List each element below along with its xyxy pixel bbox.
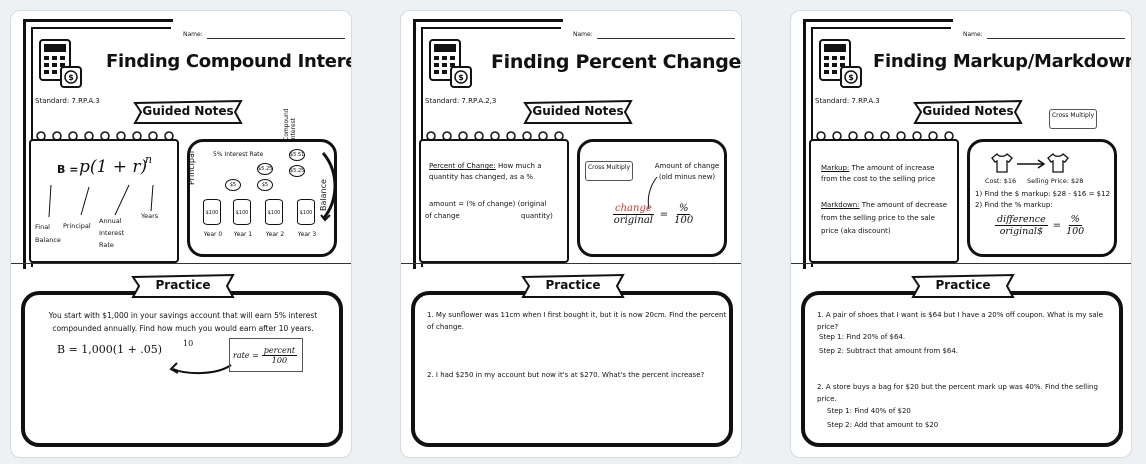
year-label: Year 0	[203, 231, 223, 238]
money-jar: $100	[297, 199, 315, 225]
name-line	[987, 38, 1125, 39]
coin: $5.25	[257, 163, 273, 175]
markup-definition: Markup: The amount of increase from the …	[821, 164, 936, 183]
label-years: Years	[141, 212, 159, 220]
definition-notebook	[419, 139, 569, 263]
annotation-arrow	[647, 176, 658, 210]
compound-diagram-bubble	[187, 139, 337, 257]
standard-label: Standard: 7.RP.A.3	[815, 97, 880, 105]
example-bubble	[967, 139, 1117, 257]
question-1-step-2: Step 2: Subtract that amount from $64.	[819, 347, 959, 355]
practice-arrow	[169, 362, 232, 375]
coin: $5.51	[289, 149, 305, 161]
label-final-balance: Final Balance	[35, 223, 61, 244]
formula-bubble	[577, 139, 727, 257]
practice-problem: You start with $1,000 in your savings ac…	[48, 311, 318, 333]
section-divider	[401, 263, 741, 264]
arrow-right-icon	[1017, 159, 1046, 169]
page-title: Finding Markup/Markdown	[873, 51, 1132, 72]
label-annual-rate: Annual Interest Rate	[99, 217, 125, 249]
practice-question-2: 2. I had $250 in my account but now it's…	[427, 371, 705, 379]
name-line	[207, 38, 345, 39]
percent-change-definition: Percent of Change: How much a quantity h…	[429, 162, 542, 181]
amount-formula-line2a: of change	[425, 212, 460, 220]
worksheet-card-percent-change[interactable]: Name: $ Finding Percent Change Standard:…	[400, 10, 742, 458]
corner-frame	[413, 19, 563, 269]
page-title: Finding Percent Change	[491, 51, 742, 73]
definition-notebook	[809, 139, 959, 263]
coin: $5	[225, 179, 241, 191]
corner-frame	[23, 19, 173, 269]
name-label: Name:	[183, 31, 203, 38]
markup-step-2: 2) Find the % markup:	[975, 201, 1053, 209]
coin: $5	[257, 179, 273, 191]
section-divider	[791, 263, 1131, 264]
question-1-step-1: Step 1: Find 20% of $64.	[819, 333, 906, 341]
selling-price-label: Selling Price: $28	[1027, 177, 1084, 185]
cross-multiply-note: Cross Multiply	[1049, 109, 1097, 129]
compound-interest-label: Compound Interest	[283, 108, 297, 141]
question-2-step-1: Step 1: Find 40% of $20	[827, 407, 911, 415]
formula-b: B =	[57, 163, 79, 176]
question-2-step-2: Step 2: Add that amount to $20	[827, 421, 939, 429]
name-label: Name:	[573, 31, 593, 38]
corner-frame	[803, 19, 953, 269]
section-divider	[11, 263, 351, 264]
principal-axis-label: Principal	[187, 150, 196, 185]
shirt-icon	[1047, 153, 1069, 173]
svg-text:$: $	[68, 73, 74, 82]
cross-multiply-note: Cross Multiply	[585, 161, 633, 181]
amount-formula-line1: amount = (% of change) (original	[429, 200, 547, 208]
practice-banner: Practice	[521, 273, 625, 299]
page-title: Finding Compound Interest	[106, 51, 352, 72]
worksheet-card-markup-markdown[interactable]: Name: $ Finding Markup/Markdown Standard…	[790, 10, 1132, 458]
calculator-icon: $	[39, 39, 82, 88]
cost-label: Cost: $16	[985, 177, 1017, 185]
formula-exponent: n	[145, 153, 153, 166]
practice-question-1: 1. A pair of shoes that I want is $64 bu…	[817, 311, 1103, 331]
notebook-rings	[816, 131, 954, 141]
amount-formula-line2b: quantity)	[521, 212, 553, 220]
practice-question-2: 2. A store buys a bag for $20 but the pe…	[817, 383, 1098, 403]
year-label: Year 2	[265, 231, 285, 238]
practice-question-1: 1. My sunflower was 11cm when I first bo…	[427, 311, 727, 331]
money-jar: $100	[233, 199, 251, 225]
formula-arrows	[48, 184, 154, 218]
coin: $5.25	[289, 165, 305, 177]
markup-step-1: 1) Find the $ markup: $28 - $16 = $12	[975, 190, 1111, 198]
practice-banner: Practice	[911, 273, 1015, 299]
calculator-icon: $	[429, 39, 472, 88]
shirt-icon	[991, 153, 1013, 173]
calculator-icon: $	[819, 39, 862, 88]
standard-label: Standard: 7.RP.A.3	[35, 97, 100, 105]
name-line	[597, 38, 735, 39]
svg-text:$: $	[458, 73, 464, 82]
practice-banner: Practice	[131, 273, 235, 299]
year-label: Year 1	[233, 231, 253, 238]
worksheet-card-compound-interest[interactable]: Name: $ Finding Compound Interest Standa…	[10, 10, 352, 458]
guided-notes-banner: Guided Notes	[913, 99, 1023, 125]
guided-notes-banner: Guided Notes	[523, 99, 633, 125]
standard-label: Standard: 7.RP.A.2,3	[425, 97, 497, 105]
year-label: Year 3	[297, 231, 317, 238]
practice-equation: B = 1,000(1 + .05)	[57, 343, 163, 356]
formula-expression: p(1 + r)	[79, 157, 148, 177]
svg-text:$: $	[848, 73, 854, 82]
money-jar: $100	[203, 199, 221, 225]
label-principal: Principal	[63, 222, 91, 230]
guided-notes-banner: Guided Notes	[133, 99, 243, 125]
practice-exponent: 10	[183, 339, 194, 348]
balance-arrow	[320, 152, 337, 222]
amount-of-change-note: Amount of change (old minus new)	[654, 162, 720, 181]
name-label: Name:	[963, 31, 983, 38]
markdown-definition: Markdown: The amount of decrease from th…	[821, 201, 948, 235]
notebook-rings	[36, 131, 174, 141]
money-jar: $100	[265, 199, 283, 225]
notebook-rings	[426, 131, 564, 141]
rate-caption: 5% Interest Rate	[213, 151, 264, 158]
